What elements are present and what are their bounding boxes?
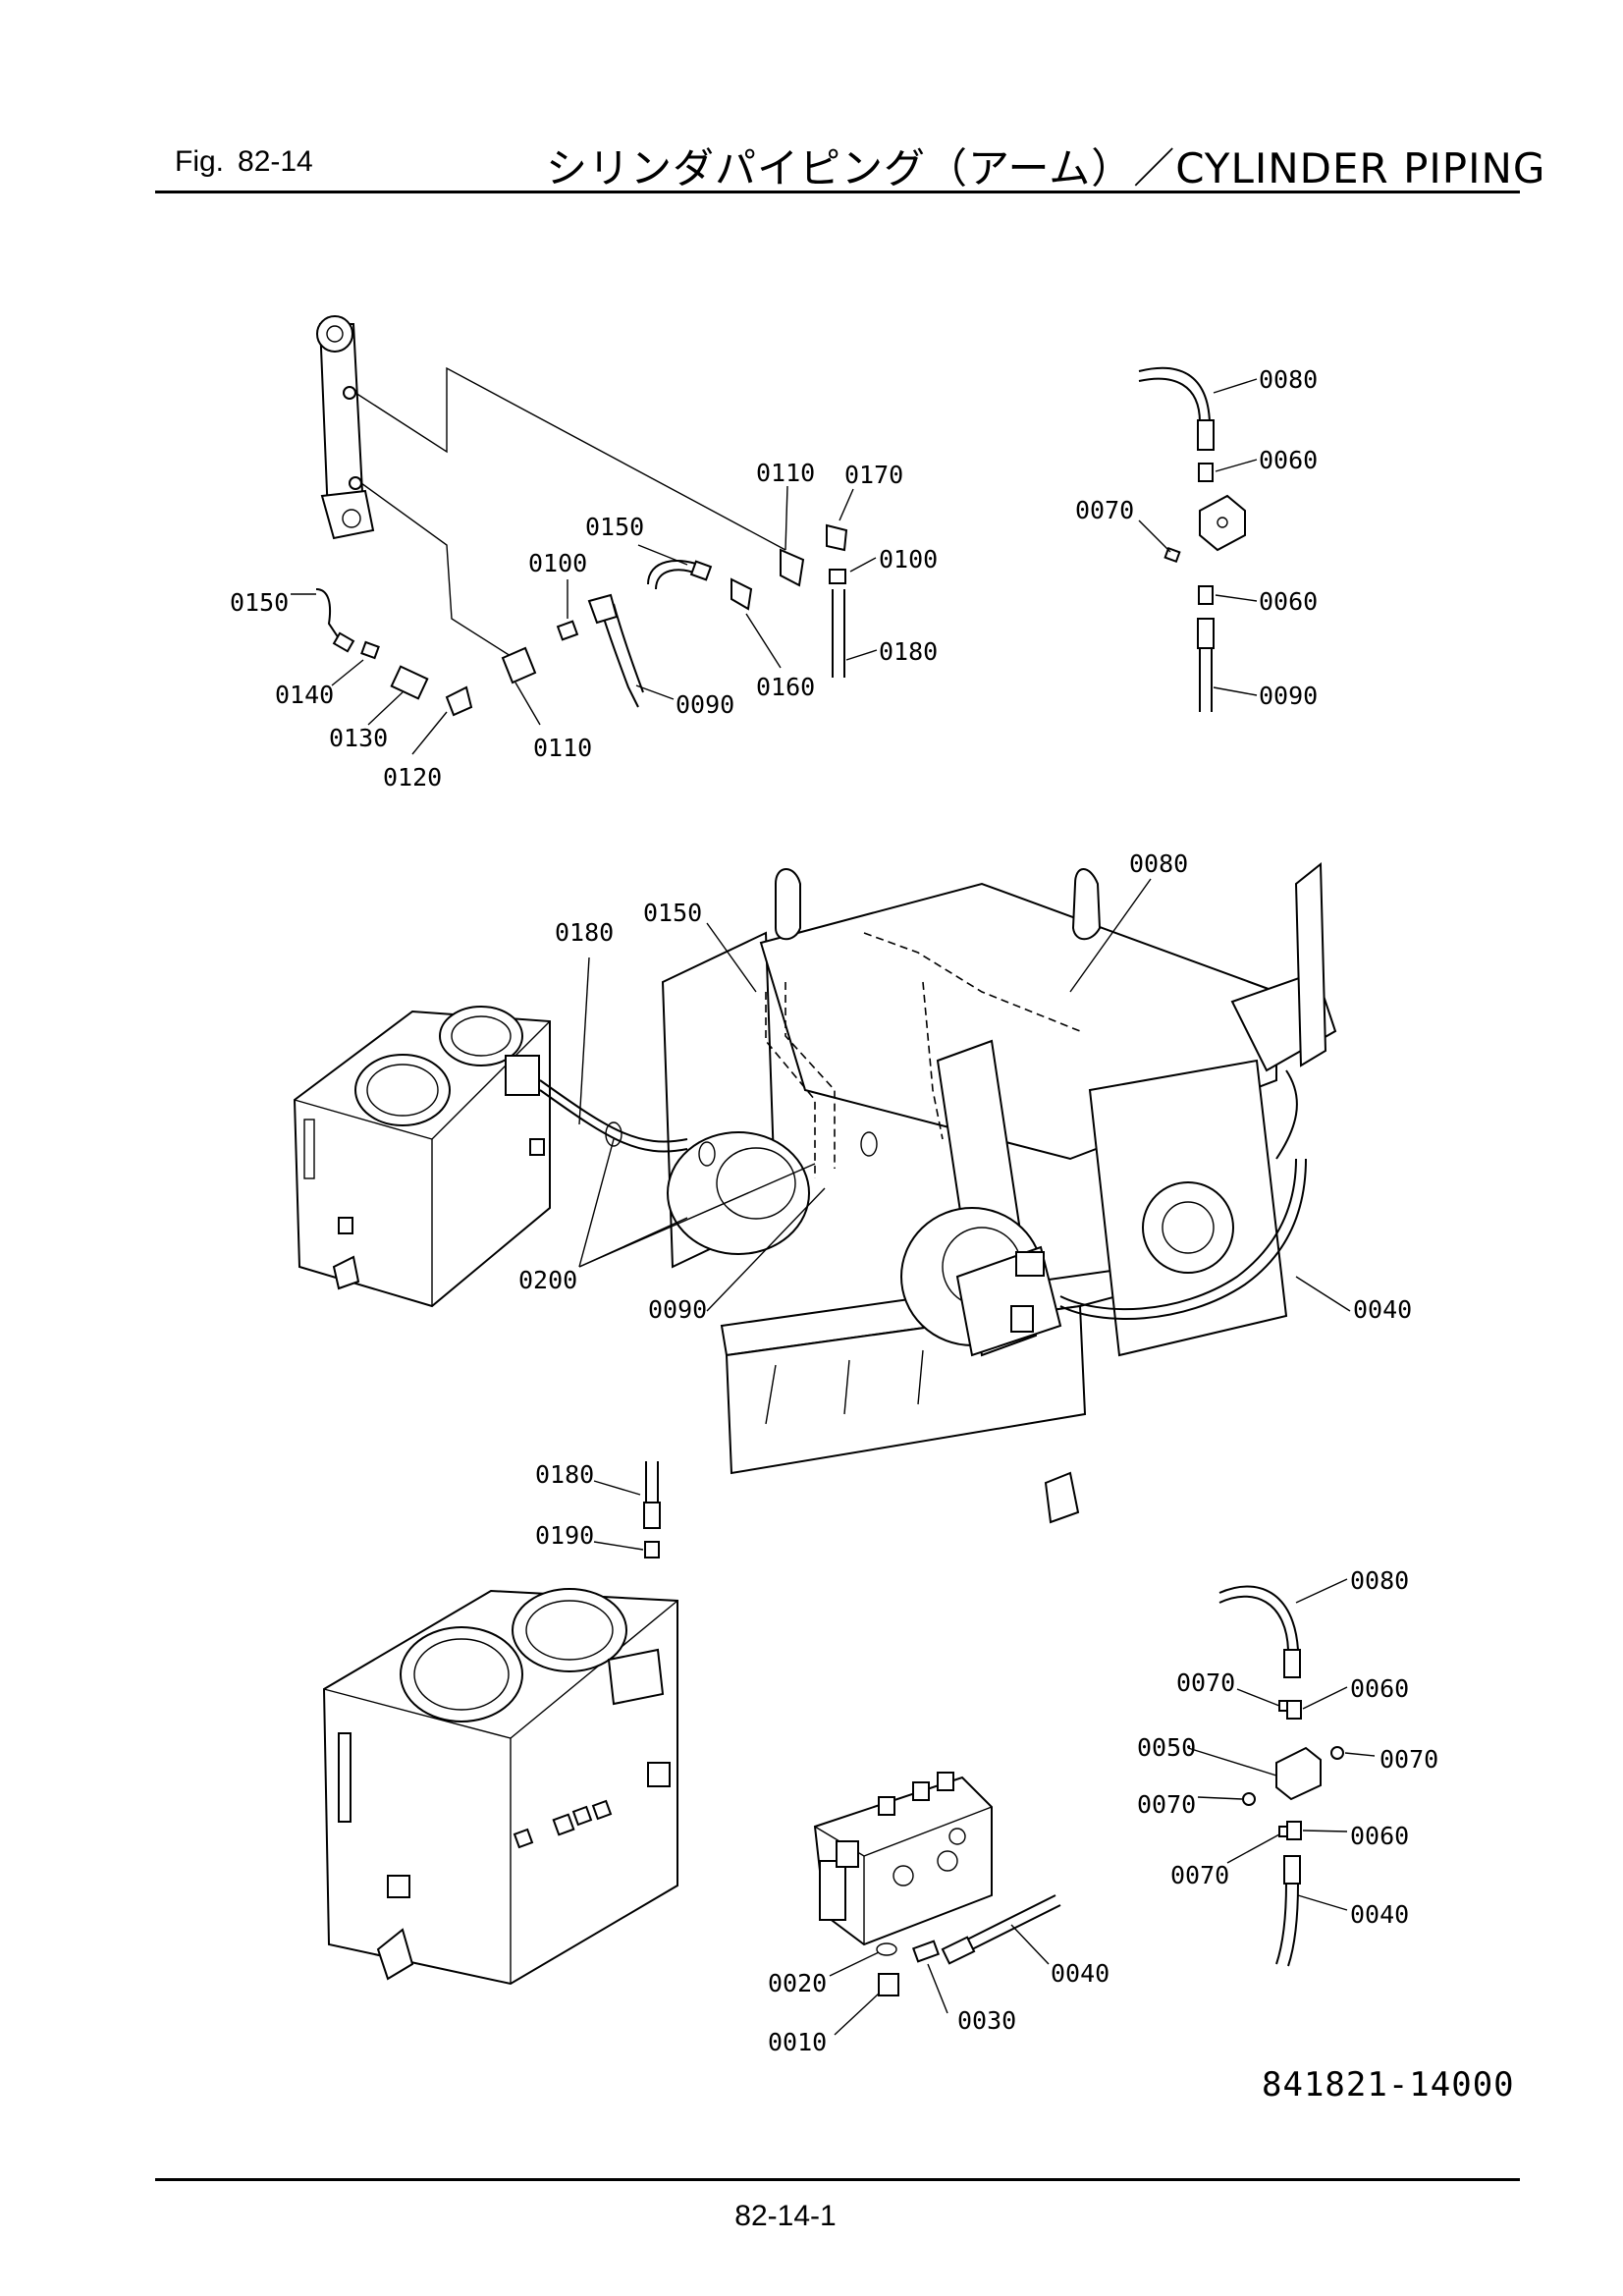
callout-labels-top-left: 0150 0140 0130 0120 0110 0100 0150 0110 …	[230, 459, 938, 792]
callout-label: 0060	[1350, 1822, 1409, 1850]
callout-leaders-bottom-left	[593, 1480, 644, 1551]
hose-assembly-bottom-right-drawing	[1218, 1585, 1344, 1967]
callout-label: 0080	[1350, 1566, 1409, 1595]
callout-label: 0190	[535, 1521, 594, 1550]
callout-label: 0060	[1350, 1674, 1409, 1703]
callout-label: 0110	[533, 734, 592, 762]
callout-labels-bottom-right: 0080 0070 0060 0050 0070 0070 0060 0070 …	[1137, 1566, 1438, 1929]
callout-label: 0150	[230, 588, 289, 617]
callout-label: 0070	[1137, 1790, 1196, 1819]
figure-number: 82-14	[238, 145, 313, 178]
hydraulic-tank-middle-drawing	[293, 1006, 551, 1308]
callout-label: 0080	[1259, 365, 1318, 394]
callout-leaders-bottom-right	[1187, 1578, 1376, 1911]
drawing-number: 841821-14000	[1262, 2065, 1515, 2105]
callout-label: 0170	[844, 461, 903, 489]
cylinder-fittings-drawing	[315, 523, 848, 717]
callout-label: 0120	[383, 763, 442, 792]
callout-leaders-bottom-valve	[829, 1924, 1050, 2036]
callout-label: 0150	[643, 899, 702, 927]
callout-label: 0180	[535, 1460, 594, 1489]
figure-reference: Fig. 82-14	[175, 145, 327, 179]
callout-label: 0070	[1380, 1745, 1438, 1774]
callout-label: 0090	[676, 690, 734, 719]
callout-label: 0200	[518, 1266, 577, 1294]
callout-label: 0060	[1259, 587, 1318, 616]
callout-label: 0070	[1176, 1668, 1235, 1697]
callout-label: 0050	[1137, 1733, 1196, 1762]
callout-labels-bottom-valve: 0020 0010 0030 0040	[768, 1959, 1109, 2056]
callout-label: 0070	[1075, 496, 1134, 524]
callout-label: 0090	[648, 1295, 707, 1324]
piping-middle-drawing	[539, 932, 1307, 1320]
header-rule	[155, 191, 1520, 193]
callout-leaders-middle	[578, 878, 1351, 1312]
callout-label: 0180	[879, 637, 938, 666]
figure-prefix: Fig.	[175, 145, 225, 178]
callout-leaders-top-left	[291, 485, 878, 755]
page-number: 82-14-1	[734, 2200, 837, 2232]
callout-label: 0180	[555, 918, 614, 947]
page-title: シリンダパイピング（アーム）／CYLINDER PIPING	[546, 144, 1546, 192]
callout-label: 0130	[329, 724, 388, 752]
callout-label: 0020	[768, 1969, 827, 1997]
callout-label: 0040	[1051, 1959, 1109, 1988]
callout-label: 0090	[1259, 682, 1318, 710]
callout-label: 0110	[756, 459, 815, 487]
callout-label: 0070	[1170, 1861, 1229, 1889]
callout-label: 0100	[528, 549, 587, 577]
callout-label: 0010	[768, 2028, 827, 2056]
callout-leaders-top-right	[1138, 378, 1258, 696]
callout-label: 0080	[1129, 849, 1188, 878]
callout-label: 0060	[1259, 446, 1318, 474]
callout-label: 0140	[275, 681, 334, 709]
hose-assembly-top-right-drawing	[1138, 366, 1246, 712]
control-valve-drawing	[813, 1772, 1061, 1996]
callout-labels-middle: 0180 0150 0080 0200 0090 0040	[518, 849, 1412, 1324]
callout-labels-bottom-left: 0180 0190	[535, 1460, 594, 1550]
arm-cylinder-drawing	[316, 315, 786, 657]
callout-labels-top-right: 0080 0060 0070 0060 0090	[1075, 365, 1318, 710]
arm-frame-drawing	[661, 861, 1337, 1524]
callout-label: 0100	[879, 545, 938, 574]
callout-label: 0030	[957, 2006, 1016, 2035]
hydraulic-tank-bottom-drawing	[322, 1461, 678, 1986]
footer-rule	[155, 2178, 1520, 2181]
callout-label: 0040	[1350, 1900, 1409, 1929]
callout-label: 0160	[756, 673, 815, 701]
callout-label: 0040	[1353, 1295, 1412, 1324]
callout-label: 0150	[585, 513, 644, 541]
